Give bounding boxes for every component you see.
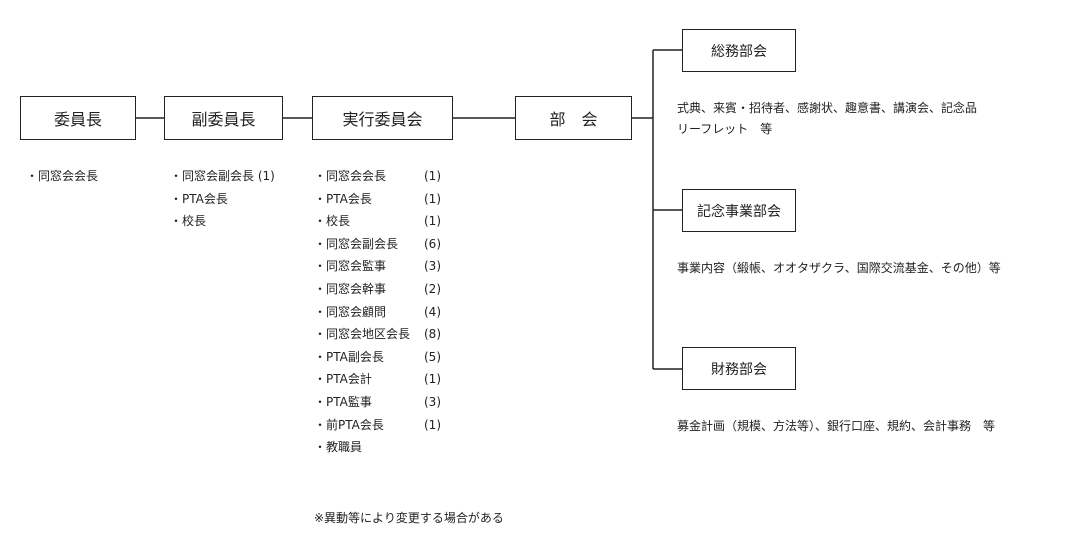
member-label: ・PTA会計 [314, 372, 372, 387]
description-line: 式典、来賓・招待者、感謝状、趣意書、講演会、記念品 [677, 101, 978, 115]
member-count: (1) [424, 417, 441, 432]
commemorative-projects-box: 記念事業部会 [682, 189, 796, 232]
chairman-box: 委員長 [20, 96, 136, 140]
member-count: (1) [424, 372, 441, 387]
member-label: ・PTA監事 [314, 394, 372, 409]
list-item: ・同窓会会長 [26, 169, 99, 183]
list-item: ・教職員 [314, 436, 410, 459]
commemorative-description: 事業内容（緞帳、オオタザクラ、国際交流基金、その他）等 [677, 261, 1001, 275]
member-label: ・PTA副会長 [314, 349, 384, 364]
member-label: ・校長 [314, 214, 351, 229]
list-item: ・同窓会幹事 (2) [314, 278, 441, 301]
member-label: ・PTA会長 [314, 191, 372, 206]
list-item: ・PTA副会長 (5) [314, 346, 441, 369]
member-count: (3) [424, 394, 441, 409]
member-count: (1) [424, 169, 441, 183]
list-item: ・同窓会副会長 (1) [170, 169, 275, 183]
member-label: ・同窓会副会長 [314, 236, 399, 251]
finance-description: 募金計画（規模、方法等）、銀行口座、規約、会計事務 等 [677, 419, 996, 433]
member-count: (8) [424, 327, 441, 342]
chairman-member-list: ・同窓会会長 [26, 165, 98, 188]
list-item: ・校長 (1) [314, 210, 441, 233]
executive-committee-box: 実行委員会 [312, 96, 453, 140]
description-line: リーフレット 等 [677, 122, 773, 136]
member-count: (4) [424, 304, 441, 319]
vice-chairman-box: 副委員長 [164, 96, 283, 140]
list-item: ・同窓会顧問 (4) [314, 301, 441, 324]
list-item: ・同窓会副会長 (6) [314, 233, 441, 256]
member-label: ・同窓会監事 [314, 259, 387, 274]
member-label: ・教職員 [314, 440, 363, 455]
list-item: ・PTA会計 (1) [314, 368, 441, 391]
finance-box: 財務部会 [682, 347, 796, 390]
member-label: ・同窓会会長 [314, 169, 387, 183]
member-label: ・同窓会地区会長 [314, 327, 411, 342]
list-item: ・同窓会会長 (1) [314, 165, 441, 188]
member-label: ・前PTA会長 [314, 417, 384, 432]
member-count: (2) [424, 281, 441, 296]
general-affairs-box: 総務部会 [682, 29, 796, 72]
general-affairs-description: 式典、来賓・招待者、感謝状、趣意書、講演会、記念品 リーフレット 等 [677, 98, 977, 140]
member-label: ・同窓会顧問 [314, 304, 387, 319]
list-item: ・同窓会監事 (3) [314, 255, 441, 278]
list-item: ・PTA会長 (1) [314, 188, 441, 211]
divisions-box: 部 会 [515, 96, 632, 140]
member-count: (1) [424, 214, 441, 229]
member-count: (1) [424, 191, 441, 206]
list-item: ・PTA監事 (3) [314, 391, 441, 414]
list-item: ・前PTA会長 (1) [314, 414, 441, 437]
list-item: ・PTA会長 [170, 191, 228, 206]
member-label: ・同窓会幹事 [314, 281, 387, 296]
vice-chairman-member-list: ・同窓会副会長 (1) ・PTA会長 ・校長 [170, 165, 275, 233]
member-count: (3) [424, 259, 441, 274]
member-count: (5) [424, 349, 441, 364]
executive-member-list: ・同窓会会長 (1) ・PTA会長 (1) ・校長 (1) ・同窓会副会長 (6) ・同… [314, 165, 441, 459]
member-count: (6) [424, 236, 441, 251]
change-note: ※異動等により変更する場合がある [314, 511, 504, 525]
list-item: ・校長 [170, 214, 207, 229]
list-item: ・同窓会地区会長 (8) [314, 323, 441, 346]
